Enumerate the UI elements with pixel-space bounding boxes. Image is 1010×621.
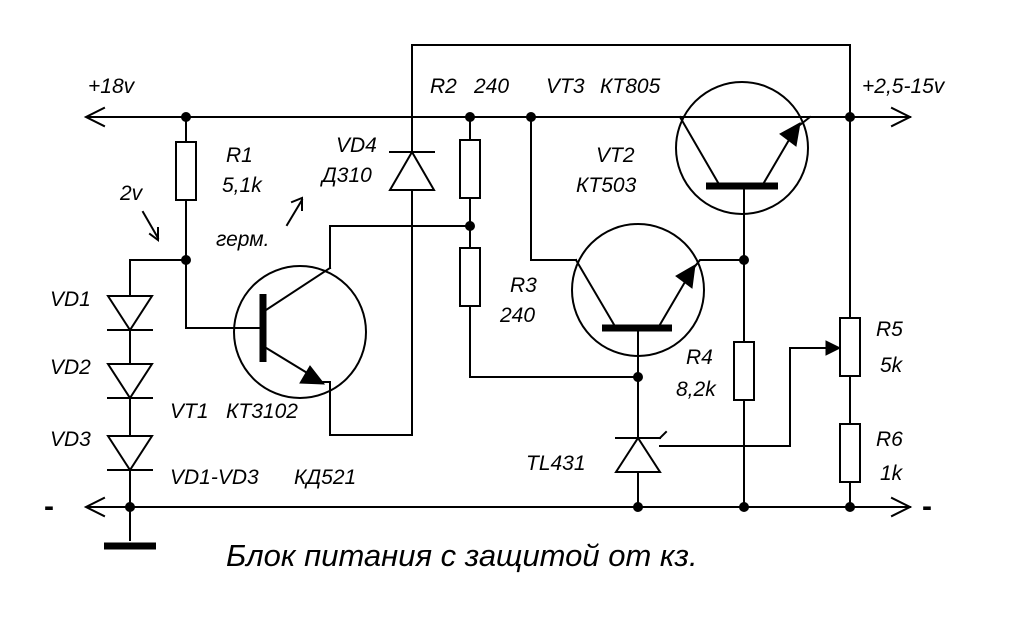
label-r3-ref: R3 (510, 274, 537, 297)
diagram-caption: Блок питания с защитой от кз. (226, 538, 698, 573)
label-r1-value: 5,1k (222, 174, 263, 197)
label-r4-ref: R4 (686, 346, 713, 369)
label-r6-value: 1k (880, 462, 904, 485)
label-r5-ref: R5 (876, 318, 903, 341)
label-vt1-ref: VT1 (170, 400, 209, 423)
positive-rail (83, 106, 913, 128)
label-vd-group-ref: VD1-VD3 (170, 466, 259, 489)
label-r3-value: 240 (499, 304, 535, 327)
label-vd1: VD1 (50, 288, 91, 311)
transistor-vt1 (185, 189, 471, 436)
resistor-r1 (175, 116, 197, 261)
label-2v: 2v (119, 182, 144, 205)
label-tl431: TL431 (526, 452, 586, 475)
germanium-arrow (285, 196, 304, 227)
label-vd3: VD3 (50, 428, 91, 451)
label-gnd-right: - (922, 490, 932, 523)
label-vd4-value: Д310 (320, 164, 372, 187)
label-r1-ref: R1 (226, 144, 253, 167)
negative-rail (83, 496, 913, 518)
label-vt3-value: КТ805 (600, 75, 661, 98)
label-r2-ref: R2 (430, 75, 457, 98)
label-vout: +2,5-15v (862, 75, 946, 98)
label-vd4-ref: VD4 (336, 134, 377, 157)
resistor-r3 (459, 247, 639, 378)
label-gnd-left: - (44, 490, 54, 523)
label-r6-ref: R6 (876, 428, 903, 451)
vd4-feedback-wire (411, 44, 851, 151)
resistor-r6 (839, 423, 861, 508)
junction-nodes (125, 112, 855, 512)
potentiometer-r5 (839, 116, 861, 425)
label-germanium: герм. (216, 228, 269, 251)
diode-vd4 (388, 150, 436, 191)
diode-string (104, 259, 187, 550)
label-vt1-value: КТ3102 (226, 400, 298, 423)
voltage-2v-arrow (141, 210, 160, 242)
label-vt2-ref: VT2 (596, 144, 635, 167)
label-vt2-value: КТ503 (576, 174, 637, 197)
label-vin: +18v (88, 75, 136, 98)
transistor-vt2 (530, 116, 745, 439)
label-vd2: VD2 (50, 356, 91, 379)
label-r4-value: 8,2k (676, 378, 717, 401)
label-r5-value: 5k (880, 354, 904, 377)
label-vt3-ref: VT3 (546, 75, 585, 98)
resistor-r4 (733, 341, 755, 508)
transistor-vt3 (675, 81, 812, 343)
regulator-tl431 (614, 340, 842, 508)
label-r2-value: 240 (473, 75, 509, 98)
label-vd-group-value: КД521 (294, 466, 356, 489)
